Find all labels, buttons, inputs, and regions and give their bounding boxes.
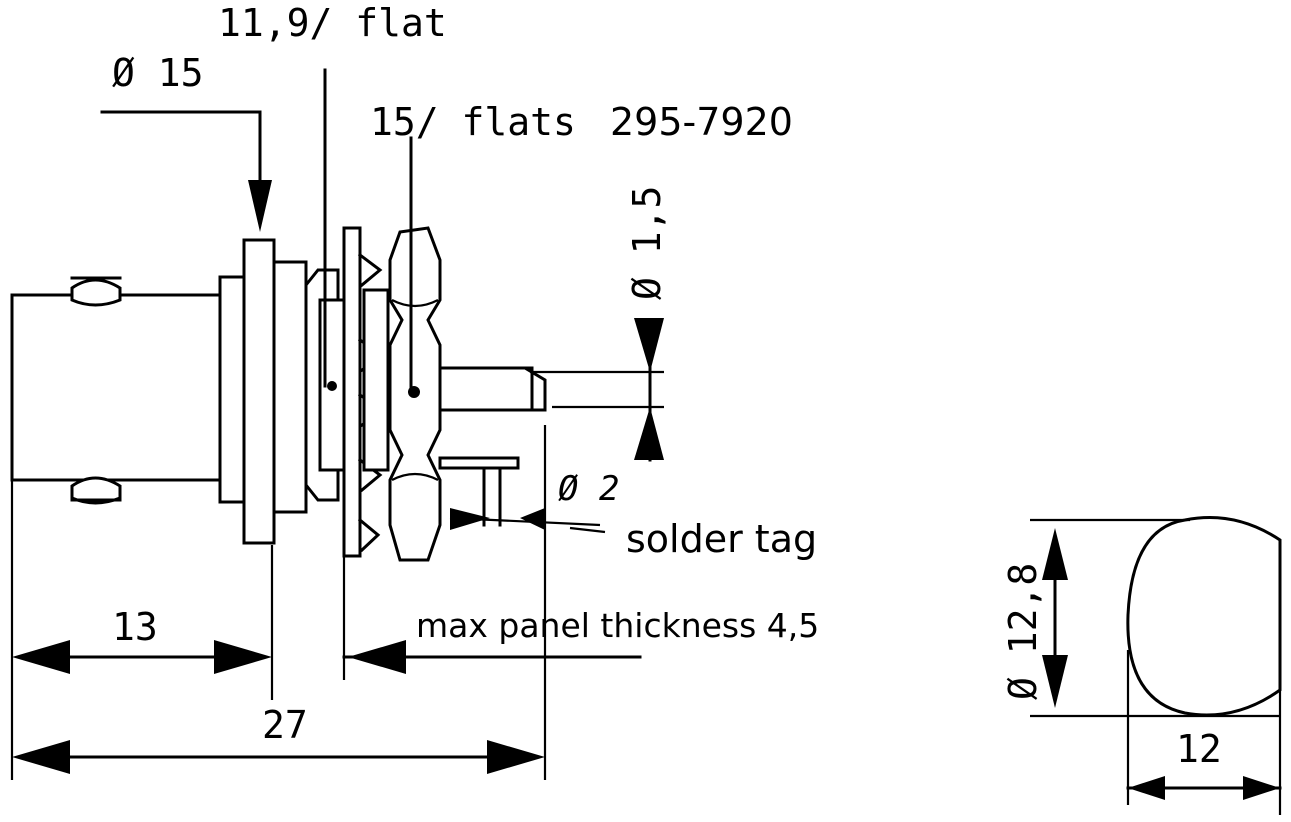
leaders [100, 68, 413, 394]
cutout-width-label: 12 [1176, 727, 1222, 771]
tag-hole-dimension [449, 508, 606, 534]
dim-13-label: 13 [112, 605, 158, 649]
flange [242, 238, 276, 545]
connector-body [10, 226, 547, 562]
pin-dia-label: Ø 1,5 [625, 186, 669, 300]
max-panel-label: max panel thickness 4,5 [416, 606, 819, 645]
pin-dimension [530, 318, 664, 462]
part-number: 295-7920 [610, 100, 793, 144]
hex-flat-label: 11,9/ flat [218, 1, 447, 45]
washer [342, 226, 362, 558]
bottom-dimensions [10, 425, 642, 780]
dim-27-label: 27 [262, 703, 308, 747]
bayonet-pin-bottom [70, 476, 122, 505]
solder-tag-label: solder tag [626, 517, 817, 561]
panel-cutout [1030, 516, 1282, 815]
tag-hole-dia-label: Ø 2 [558, 469, 619, 509]
nut-flats-label: 15/ flats [370, 100, 576, 144]
cutout-dia-label: Ø 12,8 [1001, 563, 1045, 700]
flange-dia-label: Ø 15 [112, 51, 204, 95]
bayonet-pin-top [70, 278, 122, 307]
solder-tag [438, 456, 520, 470]
